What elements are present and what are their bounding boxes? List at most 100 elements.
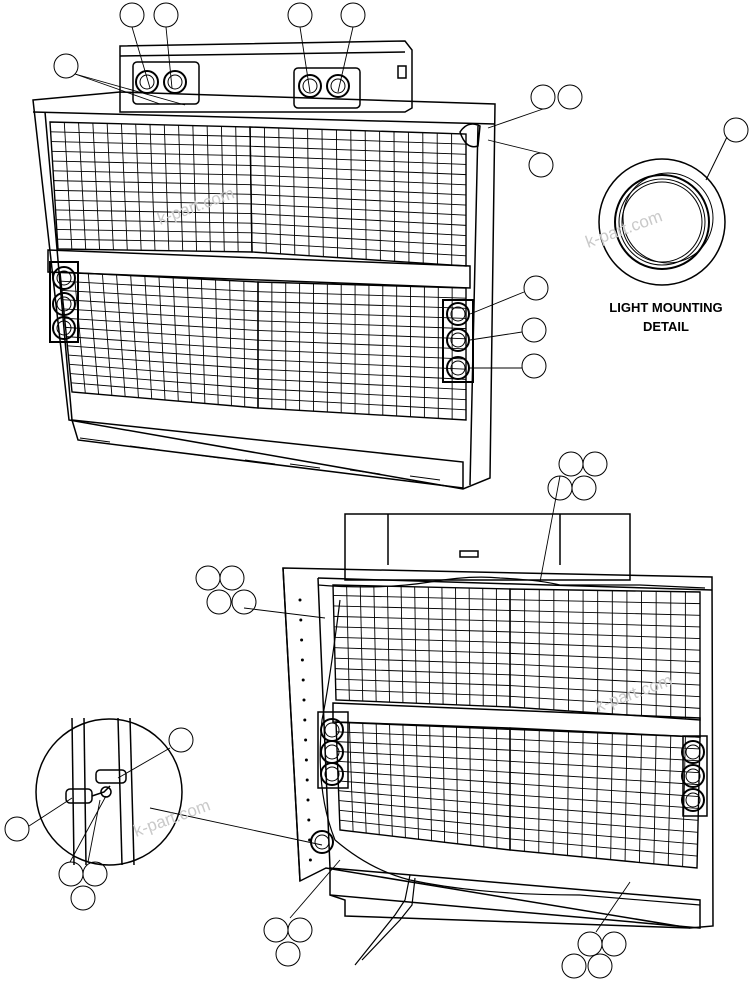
- detail-caption: LIGHT MOUNTING DETAIL: [586, 298, 746, 336]
- bolt-1: [299, 618, 303, 622]
- watermark-4: k-part.com: [131, 795, 213, 840]
- light-lens-14: [685, 768, 701, 784]
- grille-upper-right: [249, 126, 467, 267]
- light-ring-7: [163, 70, 187, 94]
- light-lens-9: [330, 78, 346, 94]
- grille-lower-right: [257, 281, 467, 421]
- leader-line-7: [487, 139, 542, 154]
- leader-line-4: [74, 73, 186, 106]
- light-lens-0: [56, 270, 72, 286]
- watermark-3: k-part.com: [593, 670, 675, 715]
- light-lens-13: [685, 744, 701, 760]
- skirt-tab-1: [129, 445, 161, 451]
- leader-line-5: [74, 73, 161, 105]
- leader-line-8: [469, 291, 525, 315]
- detail-caption-line-2: DETAIL: [643, 319, 689, 334]
- callout-balloon-4: [53, 53, 79, 79]
- light-ring-13: [681, 740, 705, 764]
- watermarks: k-part.com k-part.com k-part.com k-part.…: [131, 183, 675, 840]
- bolt-12: [308, 838, 312, 842]
- callout-balloon-12: [558, 451, 584, 477]
- callout-balloon-15: [571, 475, 597, 501]
- skirt-tab-4: [289, 463, 321, 469]
- leader-line-0: [131, 26, 151, 89]
- leader-line-13: [117, 747, 171, 779]
- callout-balloon-17: [219, 565, 245, 591]
- callout-balloon-10: [521, 317, 547, 343]
- light-ring-0: [52, 266, 76, 290]
- callout-balloon-28: [577, 931, 603, 957]
- callout-balloon-2: [287, 2, 313, 28]
- callout-balloon-7: [528, 152, 554, 178]
- light-lens-4: [450, 332, 466, 348]
- callout-balloon-30: [561, 953, 587, 979]
- callout-balloon-18: [206, 589, 232, 615]
- leader-line-11: [539, 475, 561, 583]
- light-ring-5: [446, 356, 470, 380]
- callout-balloon-21: [4, 816, 30, 842]
- grille-rear-lower-right: [509, 727, 701, 869]
- callout-balloon-22: [58, 861, 84, 887]
- leader-line-14: [28, 797, 73, 827]
- skirt-tab-5: [349, 469, 381, 475]
- leader-line-2: [299, 26, 311, 93]
- leader-line-1: [165, 26, 173, 89]
- callout-balloon-6: [557, 84, 583, 110]
- bolt-2: [300, 638, 304, 642]
- leader-line-6: [487, 108, 544, 129]
- callout-balloon-25: [263, 917, 289, 943]
- light-ring-4: [446, 328, 470, 352]
- light-lens-1: [56, 296, 72, 312]
- beacon-light: [459, 123, 481, 148]
- leader-line-9: [469, 331, 523, 341]
- light-lens-5: [450, 360, 466, 376]
- light-lens-12: [324, 766, 340, 782]
- callout-balloon-24: [70, 885, 96, 911]
- callout-balloon-0: [119, 2, 145, 28]
- grille-lower-left: [59, 271, 259, 409]
- light-lens-16: [314, 834, 330, 850]
- light-ring-2: [52, 316, 76, 340]
- leader-line-15: [87, 799, 101, 863]
- callout-balloon-3: [340, 2, 366, 28]
- grille-upper-left: [49, 121, 253, 253]
- callout-balloon-11: [521, 353, 547, 379]
- leader-line-3: [337, 26, 354, 93]
- diagram-details: [4, 2, 749, 979]
- skirt-tab-2: [189, 453, 221, 459]
- bolt-11: [307, 818, 311, 822]
- callout-balloon-23: [82, 861, 108, 887]
- callout-balloon-29: [601, 931, 627, 957]
- light-lens-2: [56, 320, 72, 336]
- watermark-2: k-part.com: [583, 206, 665, 251]
- callout-balloon-19: [231, 589, 257, 615]
- callout-balloon-26: [287, 917, 313, 943]
- skirt-tab-0: [79, 437, 111, 443]
- light-ring-3: [446, 302, 470, 326]
- light-ring-6: [135, 70, 159, 94]
- callout-balloon-9: [523, 275, 549, 301]
- light-ring-12: [320, 762, 344, 786]
- bolt-8: [304, 758, 308, 762]
- leader-line-12: [243, 607, 326, 619]
- grille-rear-lower-left: [335, 721, 511, 851]
- light-lens-15: [685, 792, 701, 808]
- light-ring-1: [52, 292, 76, 316]
- light-lens-7: [167, 74, 183, 90]
- callout-balloon-1: [153, 2, 179, 28]
- light-ring-16: [310, 830, 334, 854]
- light-mounting-detail: [598, 136, 728, 286]
- callout-balloon-8: [723, 117, 749, 143]
- callout-balloon-20: [168, 727, 194, 753]
- bolt-10: [306, 798, 310, 802]
- grille-rear-upper-left: [332, 584, 511, 708]
- bolt-0: [298, 598, 302, 602]
- callout-balloon-13: [582, 451, 608, 477]
- callout-balloon-16: [195, 565, 221, 591]
- leader-line-18: [595, 881, 631, 933]
- light-ring-15: [681, 788, 705, 812]
- radiator-guard-rear-view: [282, 513, 714, 966]
- light-lens-8: [302, 78, 318, 94]
- light-ring-14: [681, 764, 705, 788]
